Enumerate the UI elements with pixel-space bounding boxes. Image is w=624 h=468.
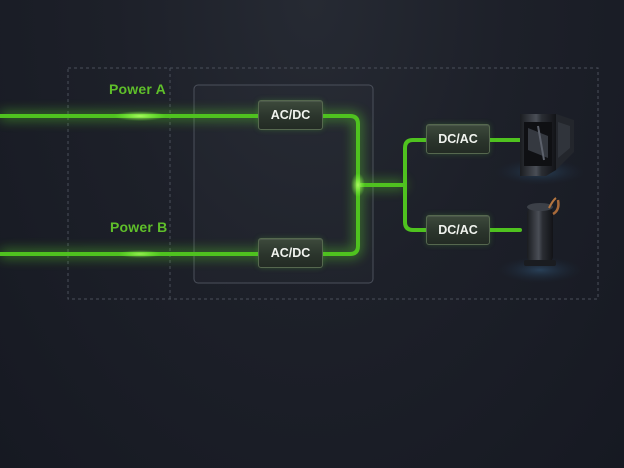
power-lines <box>0 114 522 256</box>
compressor-icon <box>498 197 582 283</box>
power-b-line <box>0 183 360 256</box>
rectifier-a-block: AC/DC <box>258 100 323 130</box>
flow-highlight-a <box>114 111 166 121</box>
fan-icon <box>496 114 584 185</box>
power-a-line <box>0 114 360 187</box>
rectifier-b-block: AC/DC <box>258 238 323 268</box>
bus-junction-glow <box>351 173 365 197</box>
system-boundary <box>67 67 599 300</box>
inverter-compressor-block: DC/AC <box>426 215 490 245</box>
power-a-label: Power A <box>109 81 166 97</box>
inverter-fan-block: DC/AC <box>426 124 490 154</box>
power-b-label: Power B <box>110 219 168 235</box>
inverter-branch-line <box>403 138 522 232</box>
flow-highlight-b <box>118 250 162 258</box>
